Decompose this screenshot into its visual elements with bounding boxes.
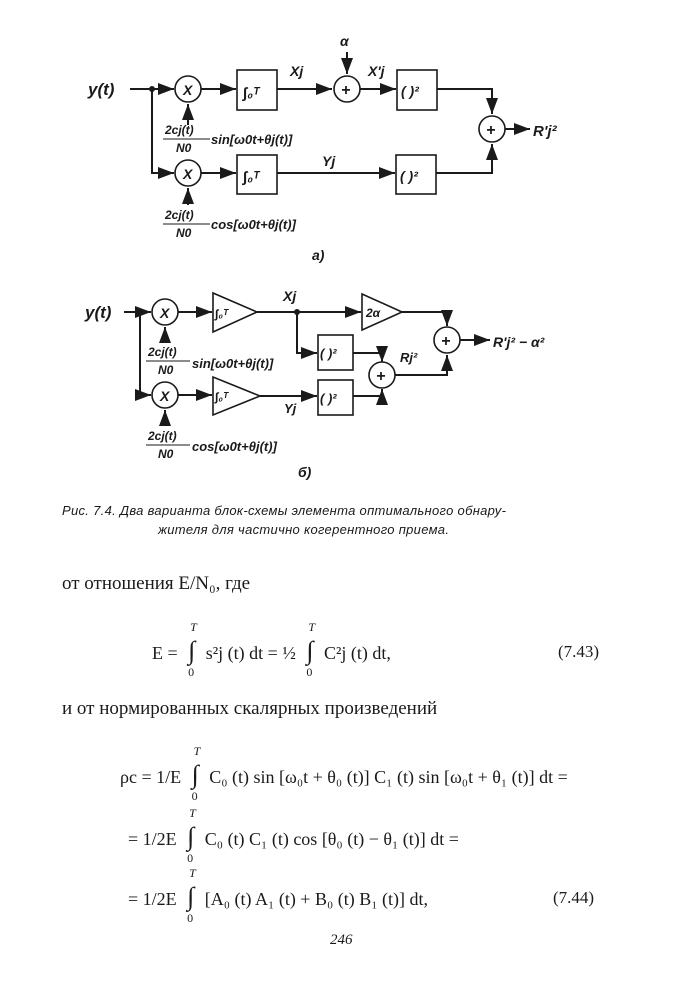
gain-2alpha	[361, 292, 404, 332]
svg-text:+: +	[376, 368, 385, 385]
svg-text:α: α	[340, 33, 350, 49]
diagram-a-label: a)	[312, 247, 325, 263]
squarer-lower	[395, 154, 437, 195]
diagram-a: y(t) X ∫₀ᵀ Xj + α X'j ( )² + R'j² 2cj(t)…	[87, 33, 558, 263]
svg-text:Rj²: Rj²	[400, 350, 418, 365]
svg-text:Yj: Yj	[284, 401, 297, 416]
svg-text:Xj: Xj	[282, 288, 297, 304]
svg-text:( )²: ( )²	[320, 391, 337, 406]
svg-text:2cj(t): 2cj(t)	[164, 123, 194, 137]
equation-number-7-43: (7.43)	[558, 642, 600, 661]
diagram-b-label: б)	[298, 464, 312, 480]
squarer-upper	[396, 69, 438, 111]
svg-text:y(t): y(t)	[84, 303, 112, 322]
svg-text:X: X	[159, 388, 171, 404]
svg-text:X: X	[182, 82, 194, 98]
svg-text:R'j²: R'j²	[533, 123, 558, 140]
paragraph-1: от отношения E/N₀, где	[62, 573, 251, 594]
svg-text:( )²: ( )²	[400, 168, 418, 184]
svg-text:∫₀ᵀ: ∫₀ᵀ	[242, 85, 261, 102]
svg-text:∫₀ᵀ: ∫₀ᵀ	[242, 169, 261, 186]
svg-text:( )²: ( )²	[320, 346, 337, 361]
svg-text:cos[ω0t+θj(t)]: cos[ω0t+θj(t)]	[192, 439, 278, 454]
figure-caption-line2: жителя для частично когерентного приема.	[158, 522, 450, 537]
svg-text:cos[ω0t+θj(t)]: cos[ω0t+θj(t)]	[211, 217, 297, 232]
svg-text:+: +	[486, 122, 495, 139]
svg-text:N0: N0	[176, 141, 192, 155]
svg-text:+: +	[441, 333, 450, 350]
paragraph-2: и от нормированных скалярных произведени…	[62, 698, 438, 719]
svg-text:2cj(t): 2cj(t)	[147, 429, 177, 443]
integrator-lower-b	[212, 375, 263, 417]
svg-text:sin[ω0t+θj(t)]: sin[ω0t+θj(t)]	[192, 356, 274, 371]
svg-text:Xj: Xj	[289, 63, 304, 79]
equation-number-7-44: (7.44)	[553, 888, 595, 907]
svg-text:Yj: Yj	[322, 153, 336, 169]
figure-caption-line1: Рис. 7.4. Два варианта блок-схемы элемен…	[62, 503, 507, 518]
svg-text:2cj(t): 2cj(t)	[147, 345, 177, 359]
squarer-lower-b	[317, 379, 354, 416]
svg-text:∫₀ᵀ: ∫₀ᵀ	[214, 307, 229, 321]
input-label: y(t)	[87, 80, 115, 99]
svg-text:N0: N0	[158, 363, 174, 377]
page-number: 246	[330, 932, 353, 948]
diagram-b: y(t) X ∫₀ᵀ Xj 2α + R'j² − α² ( )² + Rj² …	[84, 288, 545, 480]
svg-text:2α: 2α	[365, 306, 381, 320]
svg-text:R'j² − α²: R'j² − α²	[493, 334, 545, 350]
svg-text:∫₀ᵀ: ∫₀ᵀ	[214, 390, 229, 404]
svg-text:sin[ω0t+θj(t)]: sin[ω0t+θj(t)]	[211, 132, 293, 147]
integrator-lower	[236, 154, 278, 195]
svg-text:2cj(t): 2cj(t)	[164, 208, 194, 222]
integrator-upper	[236, 69, 278, 111]
svg-text:X: X	[159, 305, 171, 321]
svg-text:X'j: X'j	[367, 63, 386, 79]
svg-text:( )²: ( )²	[401, 83, 419, 99]
svg-text:X: X	[182, 166, 194, 182]
svg-text:N0: N0	[176, 226, 192, 240]
svg-text:+: +	[341, 82, 350, 99]
svg-text:N0: N0	[158, 447, 174, 461]
integrator-upper-b	[212, 291, 259, 334]
